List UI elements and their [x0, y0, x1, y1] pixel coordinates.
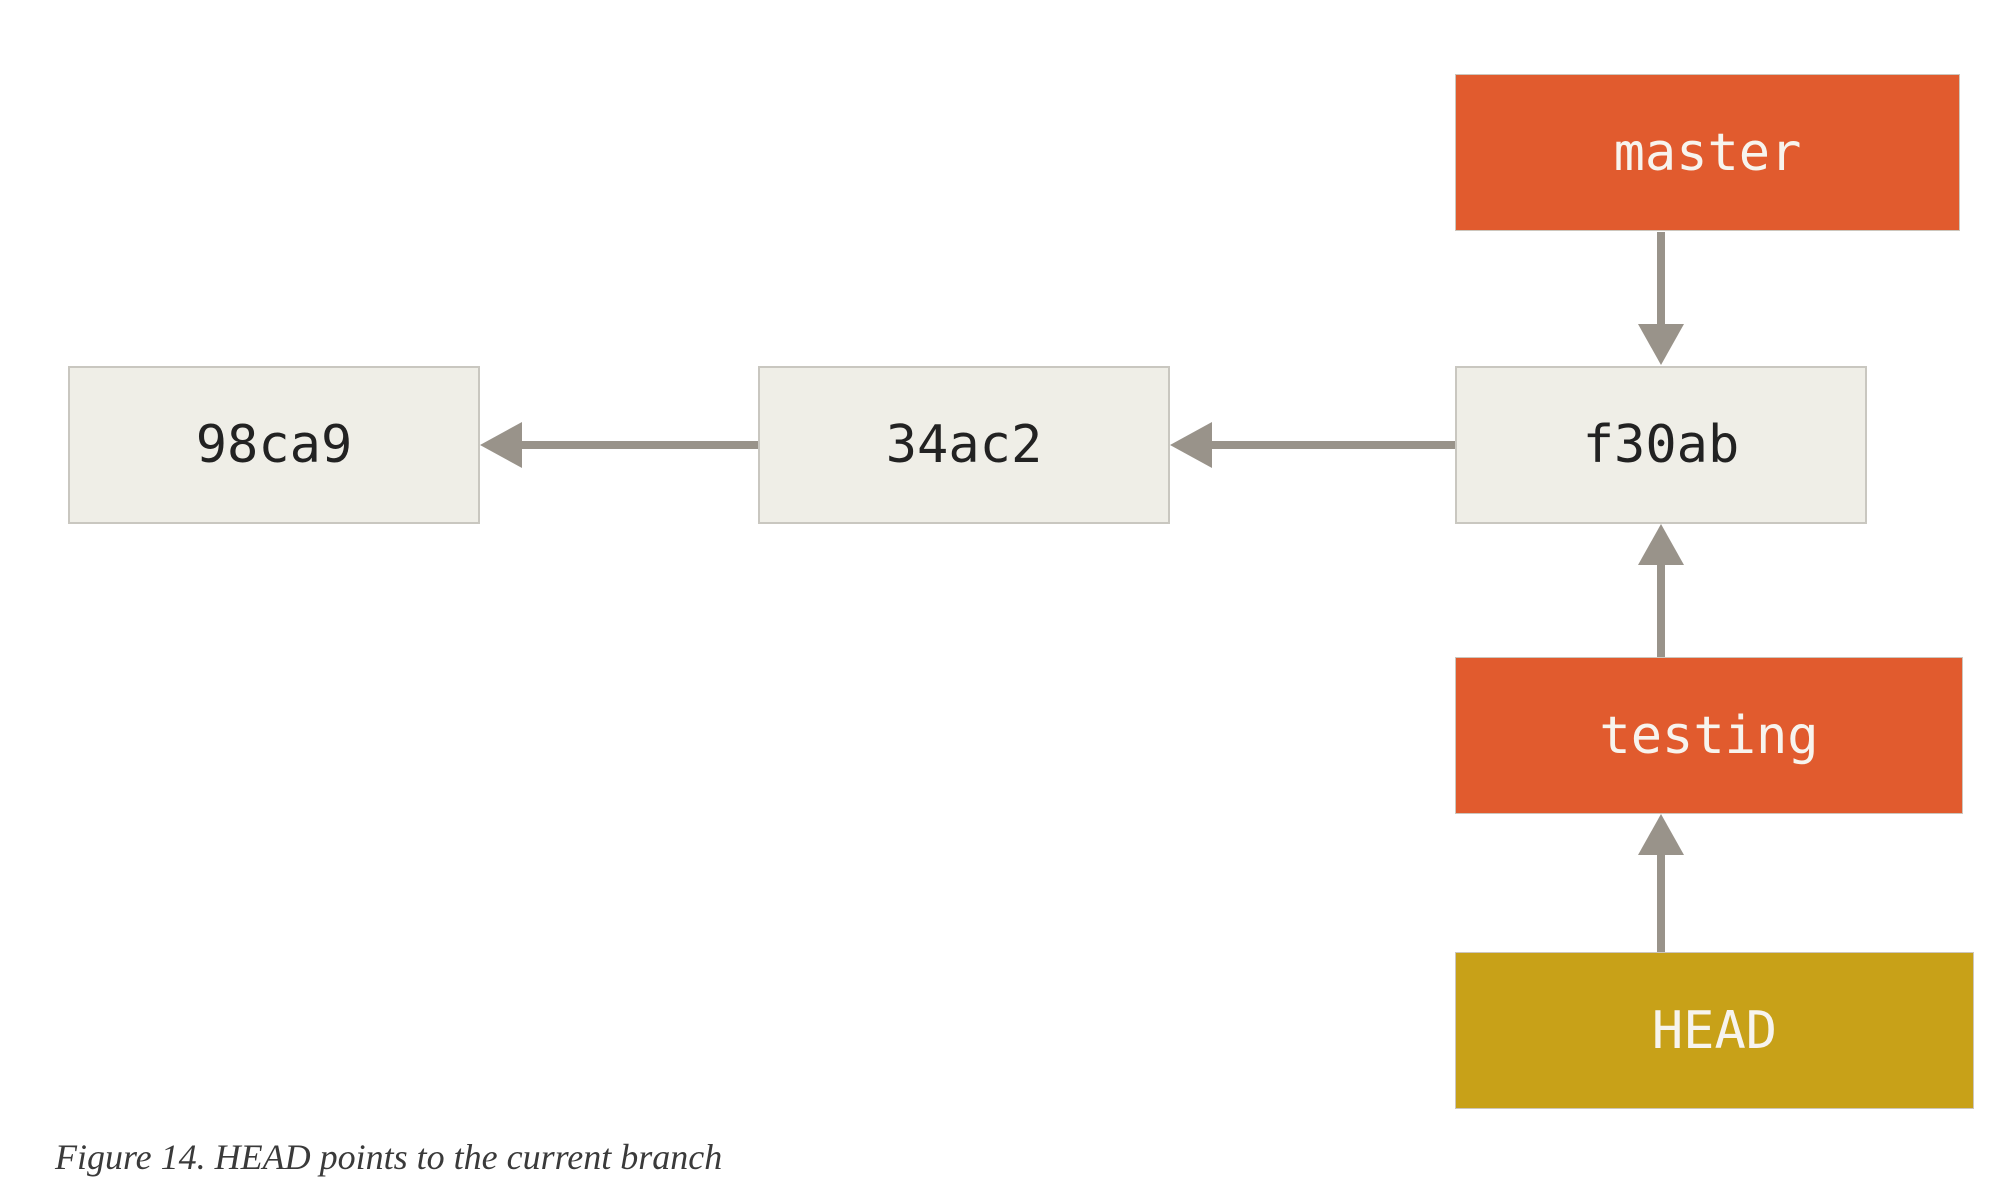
commit-node-34ac2: 34ac2: [758, 366, 1170, 524]
commit-node-f30ab: f30ab: [1455, 366, 1867, 524]
head-node: HEAD: [1455, 952, 1974, 1109]
arrow-line: [1657, 232, 1665, 324]
arrow-line: [1212, 441, 1455, 449]
branch-node-master: master: [1455, 74, 1960, 231]
arrow-line: [1657, 855, 1665, 952]
arrowhead-up-icon: [1638, 814, 1684, 855]
arrowhead-up-icon: [1638, 524, 1684, 565]
branch-node-testing: testing: [1455, 657, 1963, 814]
commit-node-98ca9: 98ca9: [68, 366, 480, 524]
figure-caption: Figure 14. HEAD points to the current br…: [55, 1137, 723, 1177]
arrow-line: [1657, 564, 1665, 657]
arrowhead-left-icon: [1170, 422, 1212, 468]
arrowhead-down-icon: [1638, 324, 1684, 365]
arrowhead-left-icon: [480, 422, 522, 468]
arrow-line: [522, 441, 758, 449]
